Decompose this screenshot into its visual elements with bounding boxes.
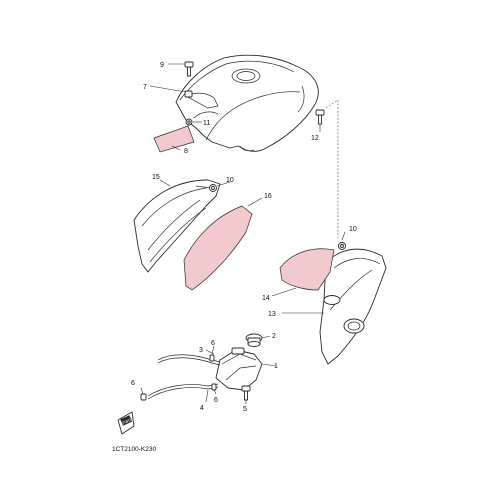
callout-4: 4 xyxy=(200,405,204,412)
bolt-part-5: 5 xyxy=(241,385,251,413)
callout-7: 7 xyxy=(143,84,147,91)
hose-part-4: 4 xyxy=(147,383,219,412)
callout-3: 3 xyxy=(199,347,203,354)
tank-cover xyxy=(175,54,319,152)
sticker-part-16: 16 xyxy=(183,193,272,291)
callout-11: 11 xyxy=(203,120,210,127)
sticker-part-8: 8 xyxy=(153,125,195,155)
callout-5: 5 xyxy=(243,406,247,413)
callout-10-lower: 10 xyxy=(349,226,357,233)
callout-14: 14 xyxy=(262,295,270,302)
clamp-part-6-top: 6 xyxy=(209,340,215,362)
callout-6-bottom: 6 xyxy=(214,397,218,404)
bolt-part-12: 12 xyxy=(311,109,325,142)
left-side-cover-part-15: 15 xyxy=(133,174,221,273)
cap-part-2: 2 xyxy=(245,333,276,347)
callout-9: 9 xyxy=(160,62,164,69)
assembly-dash-line xyxy=(325,99,339,238)
bolt-part-9: 9 xyxy=(160,61,194,77)
grommet-part-10-lower: 10 xyxy=(338,226,357,250)
callout-6-top: 6 xyxy=(211,340,215,347)
callout-1: 1 xyxy=(274,363,278,370)
callout-10-upper: 10 xyxy=(226,177,234,184)
callout-2: 2 xyxy=(272,333,276,340)
right-side-cover-part-13: 13 xyxy=(268,248,387,365)
callout-16: 16 xyxy=(264,193,272,200)
clamp-part-6-left: 6 xyxy=(131,380,147,401)
callout-8: 8 xyxy=(184,148,188,155)
callout-13: 13 xyxy=(268,311,276,318)
tank-part-1: 1 xyxy=(215,347,278,391)
fwd-direction-symbol: FWD xyxy=(117,411,135,435)
grommet-part-7: 7 xyxy=(143,84,193,98)
callout-12: 12 xyxy=(311,135,319,142)
fwd-label: FWD xyxy=(121,417,131,425)
callout-6-left: 6 xyxy=(131,380,135,387)
grommet-part-10-upper: 10 xyxy=(209,177,234,192)
callout-15: 15 xyxy=(152,174,160,181)
drawing-code: 1CT2100-K230 xyxy=(112,446,156,453)
collar-part-11: 11 xyxy=(185,118,210,127)
sticker-part-14: 14 xyxy=(262,248,335,302)
clamp-part-6-bottom: 6 xyxy=(211,383,218,404)
